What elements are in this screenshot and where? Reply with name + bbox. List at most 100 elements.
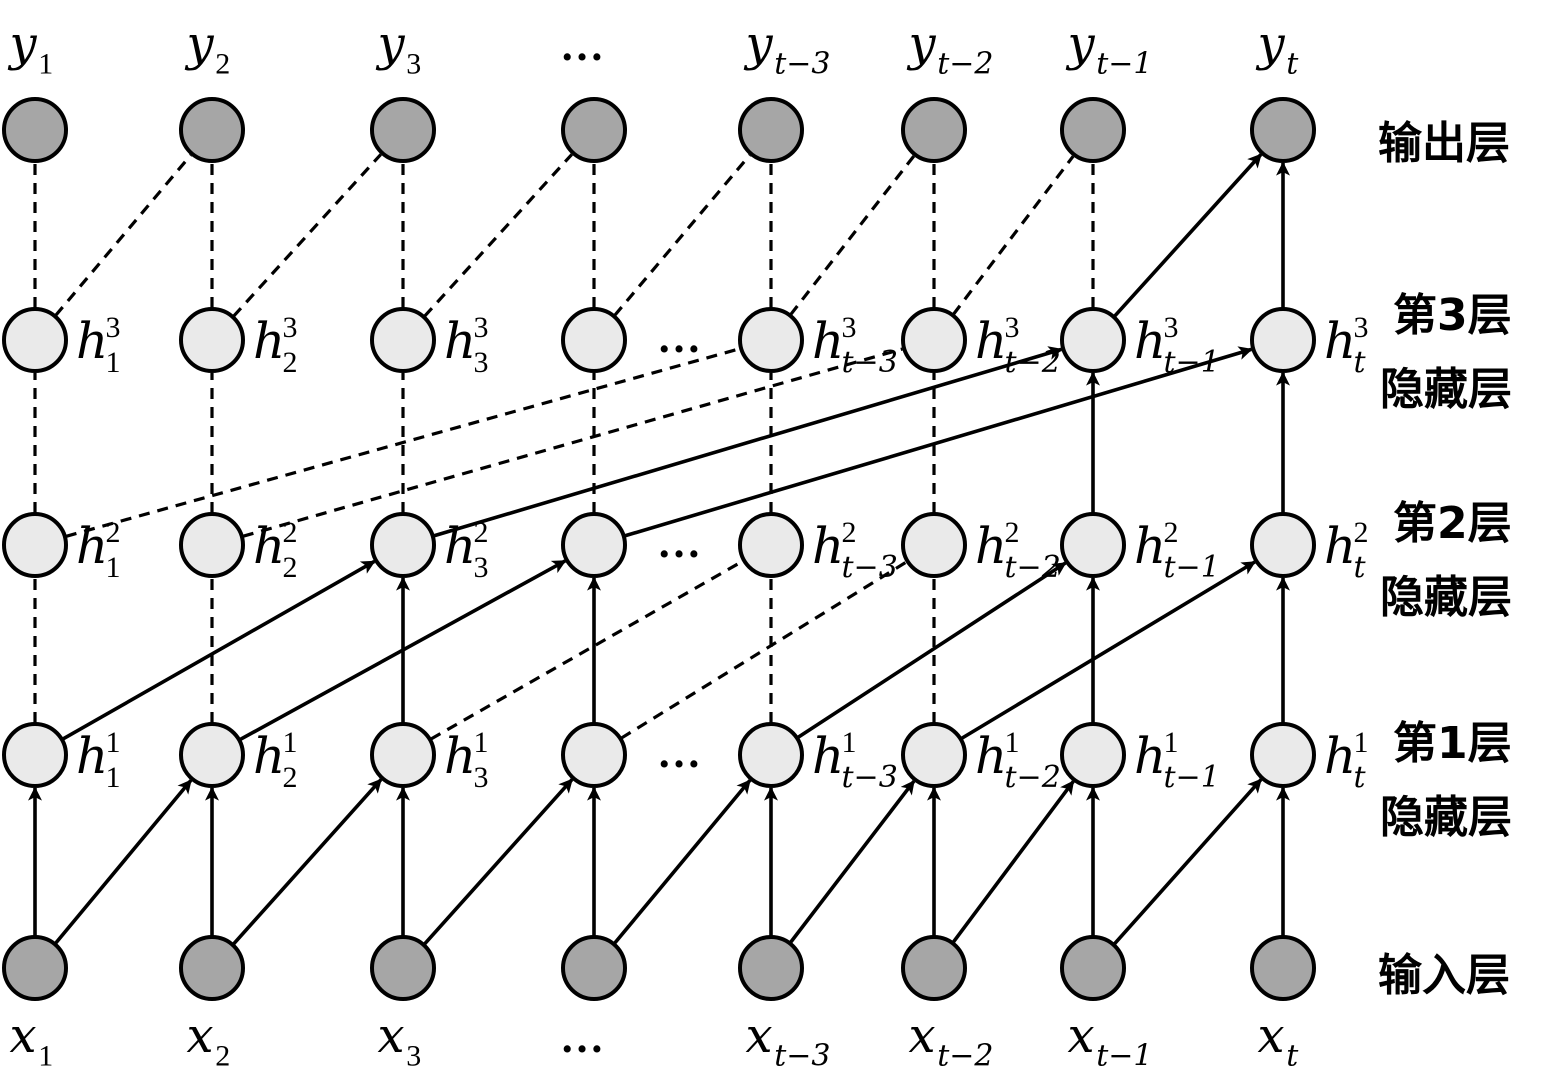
input-label-0-base: x: [9, 1008, 36, 1064]
input-layer-label: 输入层: [1378, 950, 1510, 1001]
hidden-label-h1-4-base: h: [812, 727, 844, 785]
input-node-7: [1250, 935, 1316, 1001]
hidden-label-h2-7: h2t: [1324, 516, 1369, 585]
input-node-3: [561, 935, 627, 1001]
hidden-label-h3-5-sub: t−2: [1005, 345, 1061, 380]
input-label-6-base: x: [1067, 1008, 1094, 1064]
hidden-label-h3-5-sup: 3: [1005, 311, 1020, 344]
hidden-layer-3-label-line2: 隐藏层: [1380, 364, 1512, 415]
output-label-5-base: y: [906, 16, 936, 72]
hidden-label-h2-5-sup: 2: [1005, 516, 1020, 549]
hidden-label-h3-6-sup: 3: [1164, 311, 1179, 344]
hidden-label-h1-2-base: h: [444, 727, 476, 785]
hidden-label-h1-5-sup: 1: [1005, 726, 1020, 759]
output-node-4: [738, 97, 804, 163]
active-edge-h3-6-to-output-7: [1113, 153, 1263, 318]
hidden-layer-3-label-line1: 第3层: [1393, 290, 1512, 341]
hidden-label-h3-5-base: h: [975, 312, 1007, 370]
hidden-label-h1-1-base: h: [253, 727, 285, 785]
inactive-edge-h3-5-to-output-6: [952, 155, 1075, 316]
hidden-label-h1-4-sub: t−3: [842, 760, 898, 795]
h1-node-3: [561, 722, 627, 788]
hidden-label-h2-2-base: h: [444, 517, 476, 575]
hidden-label-h2-1-base: h: [253, 517, 285, 575]
hidden-label-h2-0: h21: [76, 516, 121, 584]
h2-node-4: [738, 512, 804, 578]
active-edge-input-2-to-h1-3: [423, 778, 574, 946]
active-edge-input-1-to-h1-2: [232, 778, 383, 946]
hidden-label-h1-6: h1t−1: [1134, 726, 1220, 795]
hidden-label-h2-1-sup: 2: [283, 516, 298, 549]
input-node-6: [1060, 935, 1126, 1001]
hidden-label-h1-0-base: h: [76, 727, 108, 785]
active-edge-h2-2-to-h3-6: [433, 346, 1063, 538]
output-label-7-base: y: [1255, 16, 1285, 72]
h3-node-4: [738, 307, 804, 373]
hidden-label-h3-6-base: h: [1134, 312, 1166, 370]
hidden-label-h3-0-sup: 3: [106, 311, 121, 344]
input-label-7-sub: t: [1286, 1038, 1299, 1073]
input-label-2-base: x: [377, 1008, 404, 1064]
hidden-label-h2-3-ellipsis: …: [657, 518, 701, 567]
h1-node-0: [2, 722, 68, 788]
hidden-label-h2-6: h2t−1: [1134, 516, 1220, 585]
inactive-edge-h2-0-to-h3-4: [65, 347, 740, 538]
hidden-label-h2-6-base: h: [1134, 517, 1166, 575]
hidden-label-h1-1-sub: 2: [283, 761, 298, 794]
hidden-label-h3-1-sub: 2: [283, 346, 298, 379]
h1-node-5: [901, 722, 967, 788]
hidden-label-h2-4: h2t−3: [812, 516, 898, 585]
layer-labels: 输出层 第3层 隐藏层 第2层 隐藏层 第1层 隐藏层 输入层: [1378, 118, 1512, 1001]
hidden-label-h3-2: h33: [444, 311, 489, 379]
hidden-layer-2-label-line1: 第2层: [1393, 498, 1512, 549]
input-label-2-sub: 3: [406, 1039, 421, 1072]
output-label-0-base: y: [7, 16, 37, 72]
hidden-layer-2-label-line2: 隐藏层: [1380, 572, 1512, 623]
output-label-2-base: y: [375, 16, 405, 72]
output-node-2: [370, 97, 436, 163]
hidden-label-h2-7-base: h: [1324, 517, 1356, 575]
hidden-label-h3-1: h32: [253, 311, 298, 379]
output-node-7: [1250, 97, 1316, 163]
input-label-4-base: x: [745, 1008, 772, 1064]
active-edge-h2-3-to-h3-7: [624, 346, 1253, 538]
hidden-label-h3-4: h3t−3: [812, 311, 898, 380]
input-node-1: [179, 935, 245, 1001]
hidden-label-h1-7: h1t: [1324, 726, 1369, 795]
active-edge-h1-0-to-h2-2: [61, 559, 376, 741]
hidden-label-h3-4-sub: t−3: [842, 345, 898, 380]
hidden-label-h3-3-ellipsis: …: [657, 313, 701, 362]
hidden-label-h1-2-sub: 3: [474, 761, 489, 794]
hidden-label-h3-7: h3t: [1324, 311, 1369, 380]
output-label-0-sub: 1: [38, 47, 53, 80]
hidden-label-h3-2-sub: 3: [474, 346, 489, 379]
hidden-label-h1-7-sup: 1: [1354, 726, 1369, 759]
input-node-2: [370, 935, 436, 1001]
hidden-label-h3-6-sub: t−1: [1164, 345, 1220, 380]
hidden-label-h3-0-base: h: [76, 312, 108, 370]
output-node-1: [179, 97, 245, 163]
hidden-label-h2-0-sub: 1: [106, 551, 121, 584]
h2-node-3: [561, 512, 627, 578]
hidden-label-h3-1-base: h: [253, 312, 285, 370]
output-label-6-base: y: [1065, 16, 1095, 72]
hidden-label-h2-7-sup: 2: [1354, 516, 1369, 549]
h3-node-0: [2, 307, 68, 373]
hidden-label-h2-2-sup: 2: [474, 516, 489, 549]
h2-node-7: [1250, 512, 1316, 578]
input-label-5-sub: t−2: [937, 1038, 993, 1073]
h1-node-1: [179, 722, 245, 788]
hidden-label-h2-5: h2t−2: [975, 516, 1061, 585]
output-label-5-sub: t−2: [937, 46, 993, 81]
active-edge-input-4-to-h1-5: [788, 780, 916, 944]
hidden-label-h1-7-base: h: [1324, 727, 1356, 785]
output-label-4-base: y: [743, 16, 773, 72]
